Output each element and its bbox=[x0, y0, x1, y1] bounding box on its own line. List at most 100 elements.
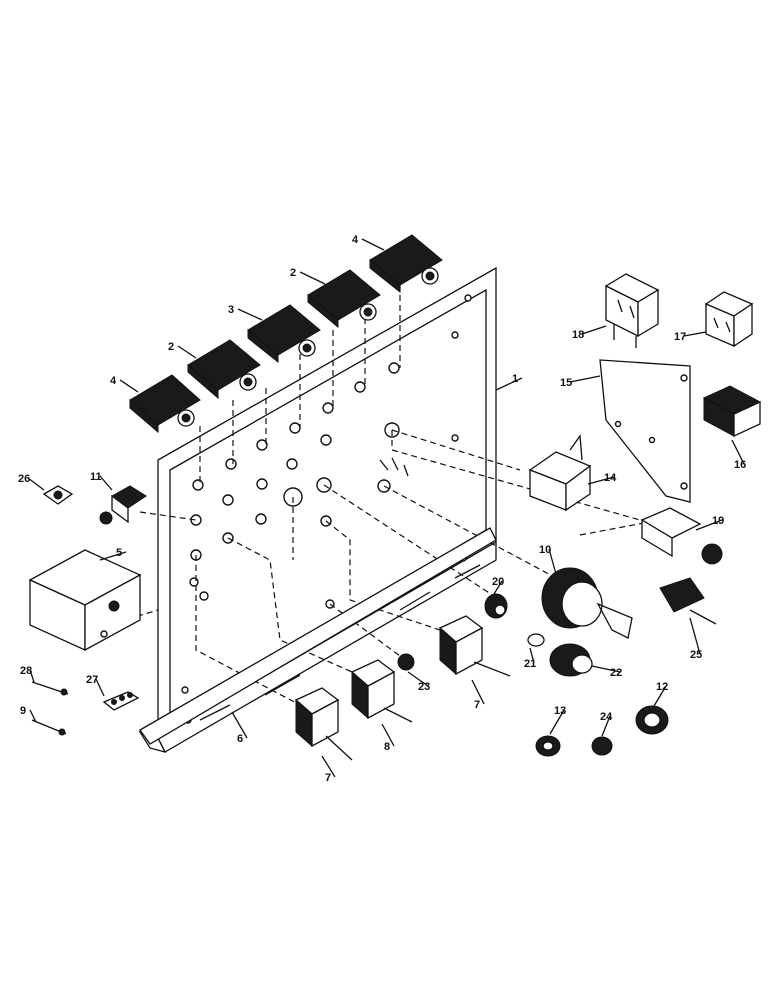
callout-label: 4 bbox=[352, 234, 359, 246]
callout-grommet-24: 24 bbox=[600, 711, 613, 737]
callout-label: 4 bbox=[110, 375, 117, 387]
breaker-d bbox=[369, 234, 443, 294]
ignition-switch bbox=[541, 567, 633, 639]
callout-label: 25 bbox=[690, 649, 702, 661]
switch-19 bbox=[640, 507, 723, 565]
callout-pull-switch: 25 bbox=[689, 617, 702, 661]
callout-label: 8 bbox=[384, 741, 390, 753]
leader-line bbox=[689, 617, 701, 655]
relay-18 bbox=[604, 273, 660, 348]
callout-label: 6 bbox=[237, 733, 243, 745]
callout-panel: 1 bbox=[495, 373, 523, 391]
leader-line bbox=[495, 377, 523, 391]
callout-label: 20 bbox=[492, 576, 504, 588]
toggle-c bbox=[350, 659, 413, 723]
leader-line bbox=[177, 345, 197, 359]
relay-bracket bbox=[599, 359, 691, 503]
leader-line bbox=[299, 271, 326, 285]
relay-group bbox=[528, 273, 762, 565]
indicator-23 bbox=[397, 653, 415, 671]
callout-label: 12 bbox=[656, 681, 668, 693]
callout-indicator-23: 23 bbox=[407, 671, 430, 693]
knob-20 bbox=[484, 593, 508, 619]
leader-line bbox=[407, 671, 429, 687]
leader-line bbox=[119, 379, 139, 393]
callout-breaker-e: 4 bbox=[110, 375, 139, 393]
relay-17 bbox=[704, 291, 754, 348]
callout-knob-20: 20 bbox=[492, 576, 504, 595]
leader-line bbox=[321, 755, 336, 778]
leader-line bbox=[95, 678, 105, 697]
callout-label: 24 bbox=[600, 711, 613, 723]
callout-label: 10 bbox=[539, 544, 551, 556]
leader-line bbox=[99, 551, 127, 561]
leader-line bbox=[601, 715, 611, 737]
leader-line bbox=[653, 685, 667, 707]
relay-14 bbox=[528, 434, 592, 512]
callout-label: 18 bbox=[572, 329, 584, 341]
leader-line bbox=[27, 477, 45, 491]
breaker-a bbox=[307, 269, 381, 329]
toggle-b bbox=[438, 615, 511, 677]
callout-label: 17 bbox=[674, 331, 686, 343]
callout-grommet-12: 12 bbox=[653, 681, 668, 707]
callout-toggle-b: 7 bbox=[471, 679, 485, 711]
callout-clip-26: 26 bbox=[18, 473, 45, 491]
breaker-b bbox=[187, 339, 261, 400]
leader-line bbox=[237, 308, 263, 321]
callout-layer: 1223445677891011121314151617181920212223… bbox=[18, 234, 746, 784]
callout-grommet-13: 13 bbox=[549, 705, 566, 735]
leader-line bbox=[381, 723, 395, 747]
callout-label: 15 bbox=[560, 377, 572, 389]
callout-relay-bracket: 15 bbox=[560, 375, 601, 389]
junction-box bbox=[28, 549, 142, 652]
toggle-switches bbox=[294, 615, 511, 761]
breaker-row bbox=[129, 234, 443, 434]
callout-breaker-b: 2 bbox=[168, 341, 197, 359]
leader-line bbox=[29, 669, 35, 683]
callout-label: 13 bbox=[554, 705, 566, 717]
connector-16 bbox=[702, 385, 762, 438]
callout-relay-17: 17 bbox=[674, 331, 707, 343]
callout-label: 26 bbox=[18, 473, 30, 485]
callout-label: 2 bbox=[290, 267, 296, 279]
small-parts-left bbox=[31, 681, 140, 736]
callout-wire-end-9: 9 bbox=[20, 705, 37, 723]
callout-connector-16: 16 bbox=[731, 439, 746, 471]
mount-bracket bbox=[139, 527, 497, 745]
callout-label: 22 bbox=[610, 667, 622, 679]
panel bbox=[138, 266, 497, 753]
callout-toggle-a: 7 bbox=[321, 755, 336, 784]
callout-bulb-21: 21 bbox=[524, 647, 536, 670]
grommets bbox=[535, 705, 669, 757]
leader-line bbox=[471, 679, 485, 705]
assembly-lines bbox=[117, 285, 661, 706]
leader-line bbox=[493, 580, 503, 595]
leader-line bbox=[529, 647, 535, 664]
leader-line bbox=[569, 375, 601, 383]
toggle-a bbox=[294, 687, 353, 761]
lamp-22 bbox=[549, 643, 593, 677]
leader-line bbox=[683, 331, 707, 337]
leader-line bbox=[695, 519, 723, 531]
leader-line bbox=[29, 709, 37, 723]
callout-wire-end-28: 28 bbox=[20, 665, 35, 683]
bulb-21 bbox=[527, 633, 545, 647]
callout-breaker-a: 2 bbox=[290, 267, 326, 285]
callout-label: 27 bbox=[86, 674, 98, 686]
callout-label: 3 bbox=[228, 304, 234, 316]
callout-ignition-switch: 10 bbox=[539, 544, 557, 575]
controls-right bbox=[397, 567, 717, 677]
callout-terminal-27: 27 bbox=[86, 674, 105, 697]
leader-line bbox=[361, 238, 385, 251]
push-switch bbox=[99, 485, 147, 525]
callout-label: 21 bbox=[524, 658, 536, 670]
callout-toggle-c: 8 bbox=[381, 723, 395, 753]
callout-label: 2 bbox=[168, 341, 174, 353]
pull-switch bbox=[659, 577, 717, 625]
breaker-c bbox=[247, 304, 321, 364]
leader-line bbox=[581, 325, 607, 335]
callout-relay-18: 18 bbox=[572, 325, 607, 341]
callout-label: 16 bbox=[734, 459, 746, 471]
